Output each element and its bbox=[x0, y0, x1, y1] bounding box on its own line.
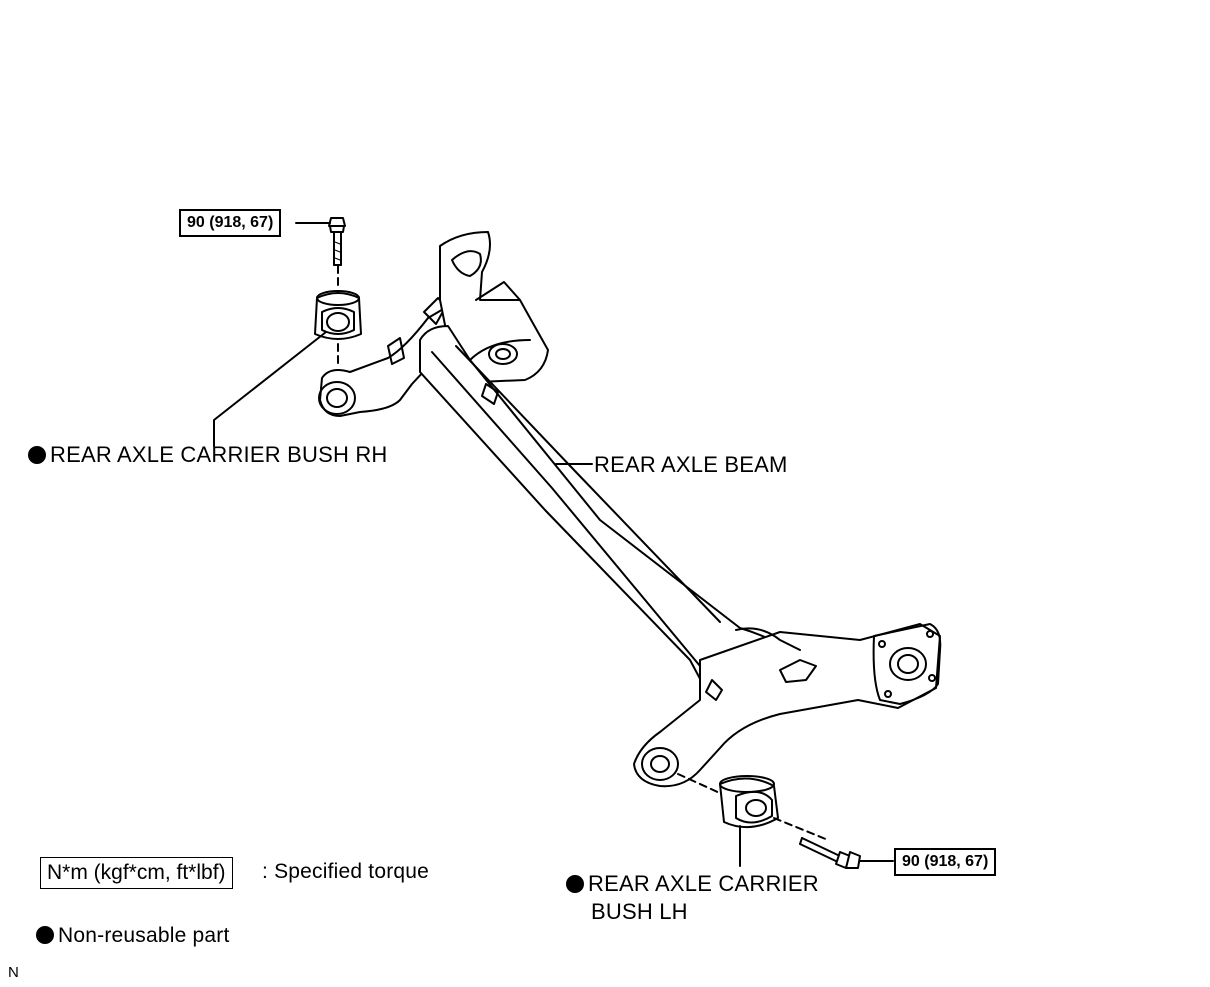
corner-mark: N bbox=[8, 964, 20, 981]
lh-axis-b bbox=[773, 817, 829, 841]
rh-bush bbox=[314, 290, 362, 340]
torque-spec-top: 90 (918, 67) bbox=[179, 209, 282, 237]
torque-spec-bottom: 90 (918, 67) bbox=[894, 848, 997, 876]
non-reusable-dot-icon bbox=[28, 446, 46, 464]
label-bush-lh-row: REAR AXLE CARRIER bbox=[566, 870, 819, 898]
rh-bolt bbox=[328, 217, 346, 266]
axle-beam bbox=[318, 231, 942, 788]
label-beam: REAR AXLE BEAM bbox=[594, 452, 788, 477]
label-bush-rh: REAR AXLE CARRIER BUSH RH bbox=[50, 442, 388, 467]
label-bush-lh-line2: BUSH LH bbox=[591, 899, 688, 924]
leader-bush-rh bbox=[213, 331, 327, 447]
non-reusable-dot-icon bbox=[36, 926, 54, 944]
label-bush-rh-row: REAR AXLE CARRIER BUSH RH bbox=[28, 441, 388, 469]
lh-axis-a bbox=[677, 773, 723, 795]
legend-torque-unit: N*m (kgf*cm, ft*lbf) bbox=[40, 857, 233, 889]
non-reusable-dot-icon bbox=[566, 875, 584, 893]
label-bush-lh-line1: REAR AXLE CARRIER bbox=[588, 871, 819, 896]
legend-nonreusable: Non-reusable part bbox=[58, 924, 230, 947]
lh-bolt bbox=[799, 837, 861, 869]
legend-torque-desc: : Specified torque bbox=[262, 860, 430, 883]
legend-nonreusable-row: Non-reusable part bbox=[36, 922, 230, 950]
lh-bush bbox=[719, 775, 779, 829]
